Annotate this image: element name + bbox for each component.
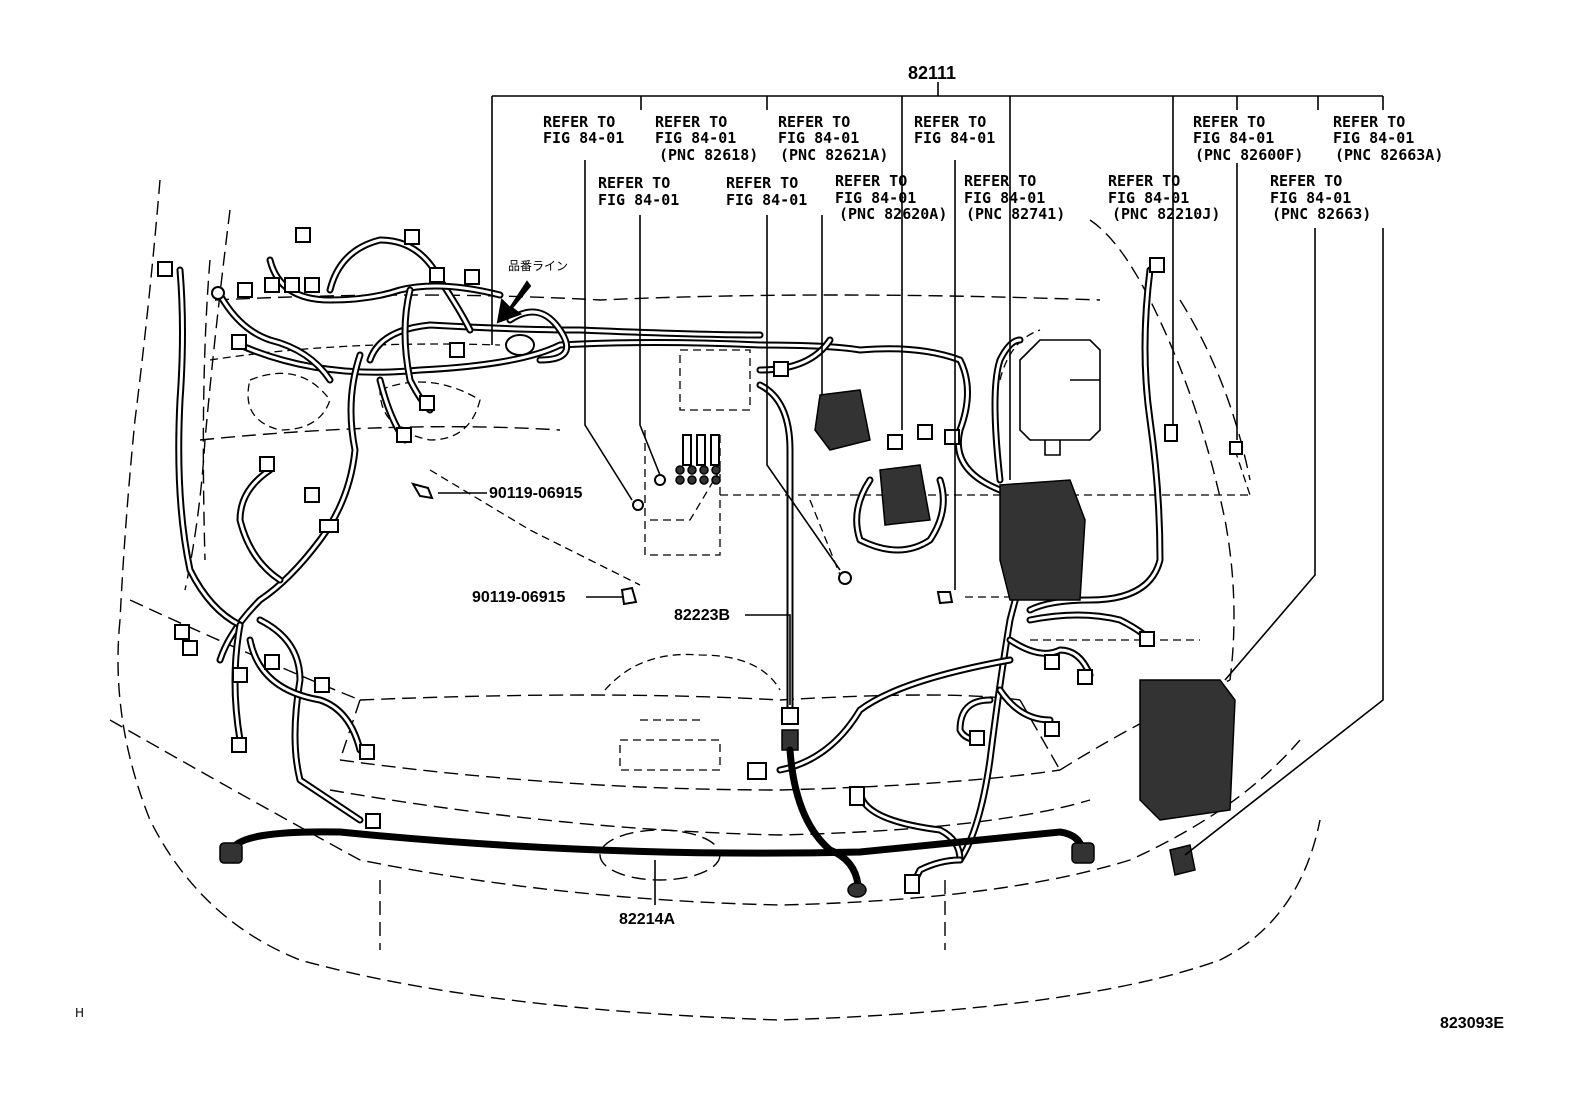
svg-text:FIG 84-01: FIG 84-01 [1270,189,1351,207]
bolt-part-number-2: 90119-06915 [472,589,566,606]
bolt-icons [410,482,954,606]
bumper-harness-label: 82214A [619,911,675,928]
refer-label-4: REFER TO FIG 84-01 [914,113,995,147]
leader-lines [438,82,1384,905]
svg-text:REFER TO: REFER TO [778,113,850,131]
svg-text:(PNC 82618): (PNC 82618) [659,146,758,164]
svg-text:FIG 84-01: FIG 84-01 [598,191,679,209]
svg-text:FIG 84-01: FIG 84-01 [726,191,807,209]
sub-harness-label: 82223B [674,607,730,624]
svg-text:REFER TO: REFER TO [726,174,798,192]
svg-text:FIG 84-01: FIG 84-01 [914,129,995,147]
bolt-part-number-1: 90119-06915 [489,485,583,502]
svg-text:REFER TO: REFER TO [598,174,670,192]
svg-text:REFER TO: REFER TO [543,113,615,131]
svg-text:(PNC 82210J): (PNC 82210J) [1112,205,1220,223]
svg-text:(PNC 82620A): (PNC 82620A) [839,205,947,223]
svg-text:(PNC 82741): (PNC 82741) [966,205,1065,223]
svg-text:(PNC 82663): (PNC 82663) [1272,205,1371,223]
clips [211,286,852,585]
svg-text:REFER TO: REFER TO [655,113,727,131]
svg-text:(PNC 82600F): (PNC 82600F) [1195,146,1303,164]
refer-label-5: REFER TO FIG 84-01 (PNC 82600F) [1193,113,1303,164]
harness-main-label: 82111 [908,63,956,83]
svg-text:REFER TO: REFER TO [1333,113,1405,131]
refer-label-7: REFER TO FIG 84-01 [598,174,679,209]
svg-text:FIG 84-01: FIG 84-01 [1333,129,1414,147]
refer-label-11: REFER TO FIG 84-01 (PNC 82210J) [1108,172,1220,223]
car-body-outline [109,179,1321,1021]
refer-label-2: REFER TO FIG 84-01 (PNC 82618) [655,113,758,164]
refer-label-10: REFER TO FIG 84-01 (PNC 82741) [964,172,1065,223]
svg-text:REFER TO: REFER TO [1270,172,1342,190]
pointer-arrow [496,280,532,324]
svg-text:REFER TO: REFER TO [1193,113,1265,131]
svg-text:REFER TO: REFER TO [964,172,1036,190]
svg-text:REFER TO: REFER TO [835,172,907,190]
corner-mark: H [75,1006,84,1020]
svg-text:FIG 84-01: FIG 84-01 [1108,189,1189,207]
svg-text:FIG 84-01: FIG 84-01 [778,129,859,147]
svg-text:(PNC 82621A): (PNC 82621A) [780,146,888,164]
refer-label-12: REFER TO FIG 84-01 (PNC 82663) [1270,172,1371,223]
svg-text:FIG 84-01: FIG 84-01 [655,129,736,147]
svg-text:REFER TO: REFER TO [1108,172,1180,190]
svg-text:(PNC 82663A): (PNC 82663A) [1335,146,1443,164]
svg-text:FIG 84-01: FIG 84-01 [835,189,916,207]
refer-label-1: REFER TO FIG 84-01 [543,113,624,147]
refer-label-8: REFER TO FIG 84-01 [726,174,807,209]
harness-connectors [157,227,1243,894]
svg-text:REFER TO: REFER TO [914,113,986,131]
svg-text:FIG 84-01: FIG 84-01 [1193,129,1274,147]
fuse-relay-blocks [675,339,1236,876]
refer-label-9: REFER TO FIG 84-01 (PNC 82620A) [835,172,947,223]
refer-label-3: REFER TO FIG 84-01 (PNC 82621A) [778,113,888,164]
svg-text:FIG 84-01: FIG 84-01 [964,189,1045,207]
bumper-harness [219,746,1095,898]
svg-text:FIG 84-01: FIG 84-01 [543,129,624,147]
figure-code: 823093E [1440,1015,1504,1032]
japanese-note: 品番ライン [508,259,568,273]
refer-label-6: REFER TO FIG 84-01 (PNC 82663A) [1333,113,1443,164]
